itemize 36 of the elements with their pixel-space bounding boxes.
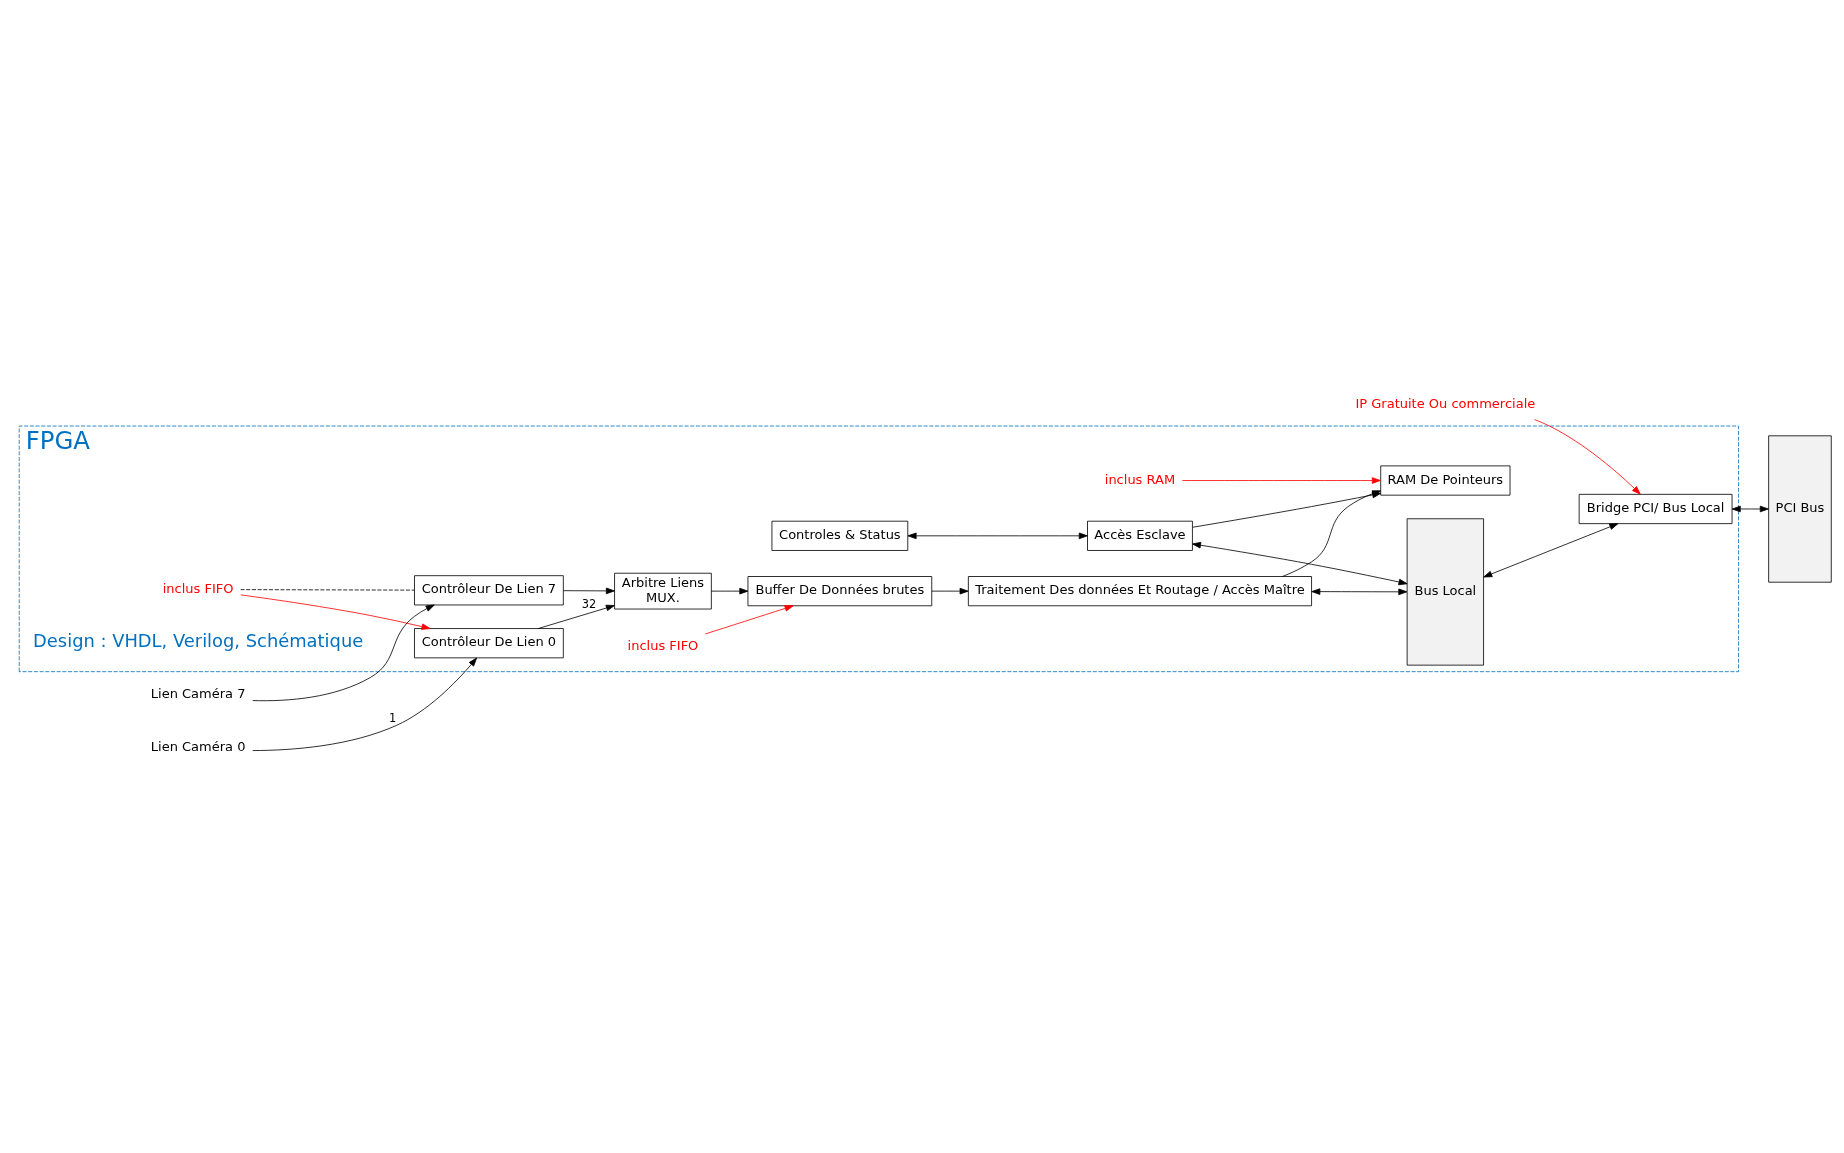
node-box: Traitement Des données Et Routage / Accès Maître — [967, 576, 1312, 607]
node-box: Accès Esclave — [1087, 520, 1193, 551]
arrow — [252, 604, 435, 702]
arrow — [907, 532, 1088, 540]
arrow — [704, 605, 794, 635]
node-text: inclus RAM — [1104, 471, 1176, 487]
node-box: Buffer De Données brutes — [747, 576, 933, 607]
edge-label: 1 — [388, 711, 397, 726]
node-box: Arbitre Liens MUX. — [614, 572, 712, 610]
node-text: Lien Caméra 0 — [150, 739, 246, 755]
edge-label: 32 — [581, 597, 597, 612]
arrow — [711, 587, 749, 595]
connector — [240, 589, 415, 591]
node-box: RAM De Pointeurs — [1380, 465, 1511, 496]
node-text: inclus FIFO — [162, 580, 234, 596]
node-box: Contrôleur De Lien 7 — [414, 575, 564, 606]
node-text: inclus FIFO — [627, 638, 699, 654]
arrow — [1731, 505, 1769, 513]
node-box: Contrôleur De Lien 0 — [414, 628, 564, 659]
node-box: Bridge PCI/ Bus Local — [1578, 493, 1733, 525]
node-text: Lien Caméra 7 — [150, 686, 246, 702]
arrow — [252, 657, 478, 751]
arrow — [240, 594, 431, 630]
arrow — [1181, 477, 1381, 484]
arrow — [562, 587, 615, 595]
node-text: IP Gratuite Ou commerciale — [1355, 395, 1536, 411]
arrow — [1483, 523, 1619, 578]
arrow — [1192, 541, 1408, 586]
node-box: Bus Local — [1406, 518, 1484, 666]
label: Design : VHDL, Verilog, Schématique — [33, 629, 364, 651]
node-box: Controles & Status — [771, 520, 909, 551]
node-box: PCI Bus — [1768, 435, 1832, 583]
arrow — [1311, 588, 1408, 596]
arrow — [1534, 419, 1641, 495]
arrow — [931, 587, 969, 595]
arrow — [538, 604, 615, 629]
